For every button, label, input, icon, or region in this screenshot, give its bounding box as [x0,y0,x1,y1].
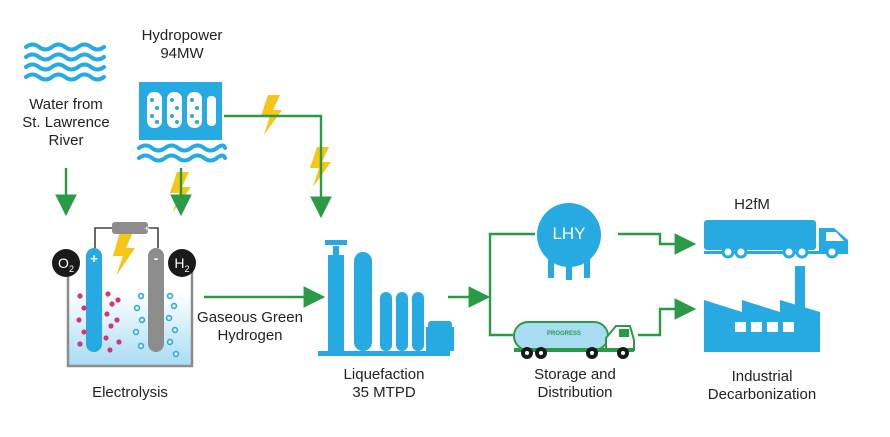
o2-label: O2 [58,255,74,274]
h2fm-label: H2fM [734,196,770,213]
svg-text:+: + [144,224,150,235]
tanker-brand-text: PROGRESS [546,331,581,337]
box-truck-icon [704,220,848,259]
anode-plus-sign: + [90,251,98,266]
electrolyzer-cell-icon: + [52,222,196,368]
tanker-truck-icon [513,321,635,359]
electrolysis-label: Electrolysis [92,384,168,401]
storage-sphere-icon [537,203,601,280]
factory-icon [704,266,820,352]
cathode-minus-sign: - [153,250,159,266]
hydropower-dam-icon [137,82,227,163]
h2-label: H2 [174,255,190,274]
lhy-label: LHY [552,224,586,243]
liquefaction-plant-icon [318,240,454,356]
flow-arrows [55,114,697,337]
water-waves-icon [24,42,106,82]
